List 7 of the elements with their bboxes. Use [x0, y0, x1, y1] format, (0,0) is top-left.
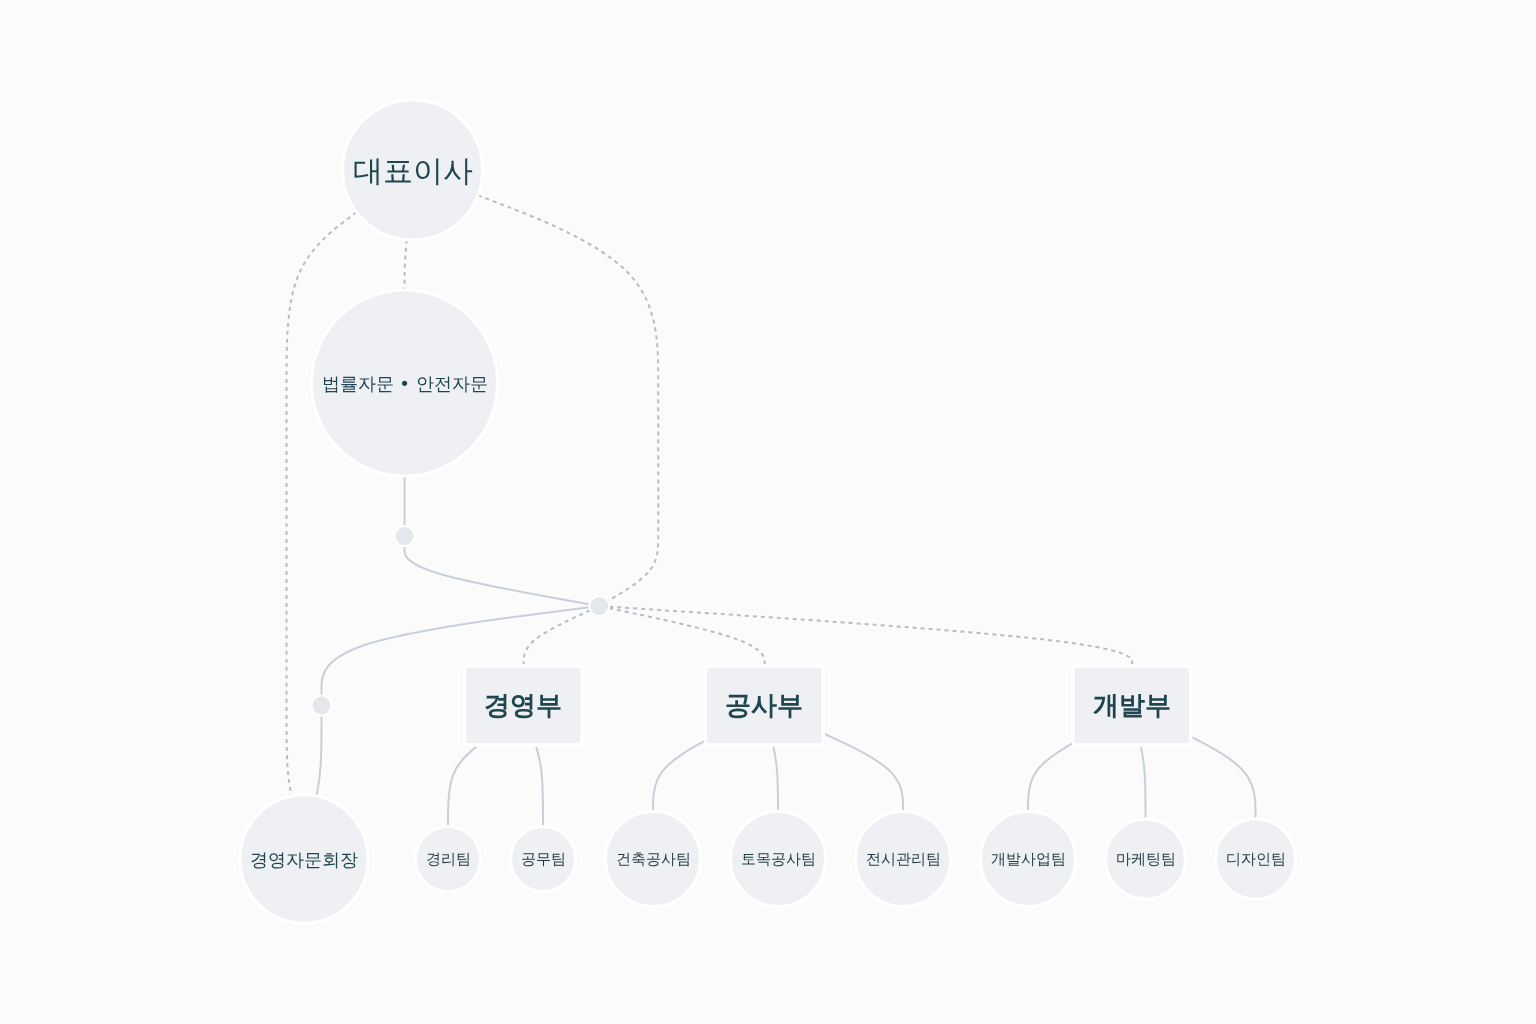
connector [285, 211, 358, 798]
connector [403, 545, 591, 606]
connector [320, 606, 591, 698]
node-circle [310, 695, 333, 718]
node-circle [393, 525, 416, 548]
connector [315, 715, 323, 798]
node-circle [588, 595, 611, 618]
